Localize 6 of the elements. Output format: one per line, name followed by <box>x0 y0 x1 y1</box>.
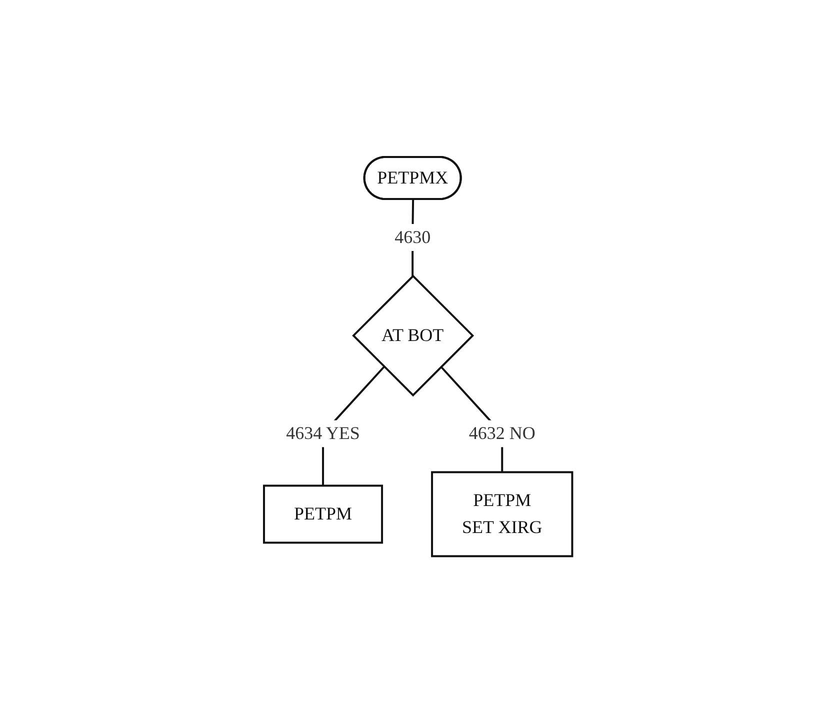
node-diamond: AT BOT <box>352 274 474 396</box>
edge-label: 4630 <box>394 226 430 247</box>
edge-label: 4632 NO <box>468 423 536 444</box>
node-box: PETPM SET XIRG <box>430 471 574 558</box>
edge-label: 4634 YES <box>286 423 360 444</box>
node-box: PETPM <box>262 484 383 544</box>
